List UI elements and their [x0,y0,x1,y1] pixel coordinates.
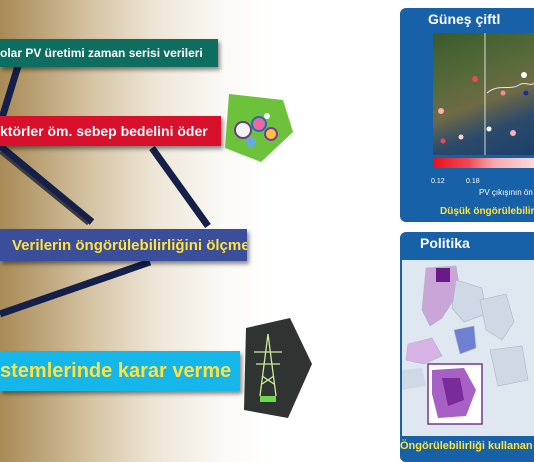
policy-panel: Politika Öngörülebilirliği kullanan [400,232,534,462]
banner-measure-predictability: Verilerin öngörülebilirliğini ölçmek [0,229,247,261]
banner-pv-timeseries: olar PV üretimi zaman serisi verileri [0,39,218,67]
power-tower-icon [244,318,312,418]
policy-map [402,260,534,436]
solar-farm-map [433,33,534,155]
banner-actors-pay: ktörler öm. sebep bedelini öder [0,116,221,146]
banner-decision-making-label: stemlerinde karar verme [0,359,232,382]
solar-farm-panel: Güneş çiftl 0.12 0.18 PV çıkışının ön Dü… [400,8,534,222]
colorbar-tick: 0.12 [431,178,445,185]
policy-panel-title: Politika [420,235,470,251]
colorbar-caption: PV çıkışının ön [479,188,533,197]
colorbar [433,158,534,168]
solar-farm-map-markers [438,33,534,155]
policy-panel-footer [400,438,534,462]
banner-decision-making: stemlerinde karar verme [0,351,240,391]
colorbar-tick: 0.18 [466,178,480,185]
policy-map-regions [402,265,529,425]
predictability-use-label: Öngörülebilirliği kullanan [400,440,533,452]
actors-gears-icon [225,94,293,162]
banner-measure-predictability-label: Verilerin öngörülebilirliğini ölçmek [12,236,247,254]
low-predictability-label: Düşük öngörülebilirlik [440,206,534,217]
banner-actors-pay-label: ktörler öm. sebep bedelini öder [0,123,208,139]
solar-farm-panel-title: Güneş çiftl [428,11,501,27]
banner-pv-timeseries-label: olar PV üretimi zaman serisi verileri [0,46,203,60]
